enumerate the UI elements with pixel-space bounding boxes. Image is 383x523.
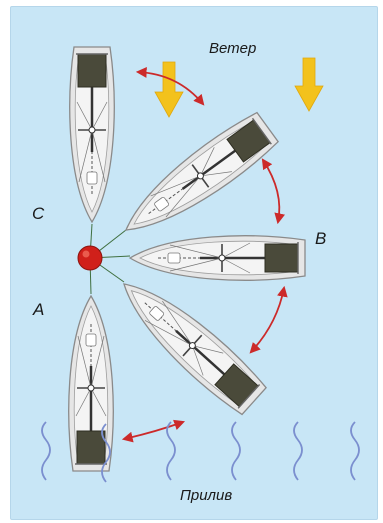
boat-downtide (69, 296, 113, 471)
anchor-point-icon (78, 246, 102, 270)
position-b-label: B (315, 229, 326, 249)
boat-upwind (70, 47, 114, 222)
boat-position-b (130, 236, 305, 280)
wind-label: Ветер (209, 40, 256, 57)
wind-arrow-icon (295, 58, 323, 111)
boat-upper-diagonal (113, 109, 281, 248)
position-c-label: C (32, 204, 44, 224)
boat-lower-diagonal (109, 267, 269, 417)
tide-label: Прилив (180, 487, 232, 504)
wind-arrow-icon (155, 62, 183, 117)
position-a-label: A (33, 300, 44, 320)
